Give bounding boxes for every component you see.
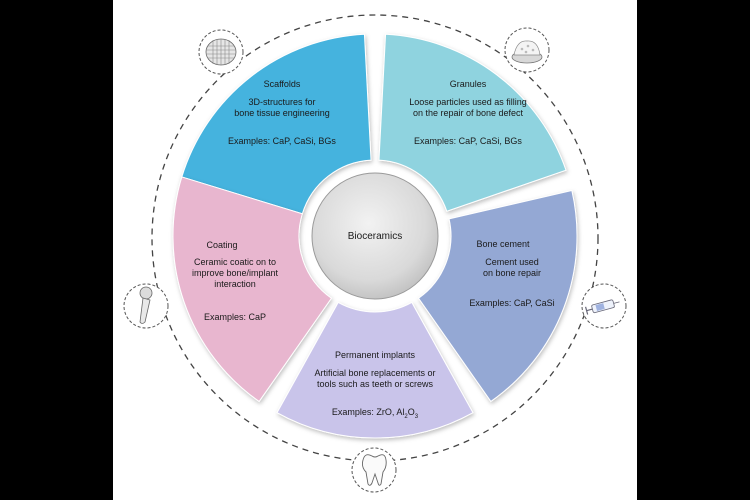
permanent-implants-desc-line1: Artificial bone replacements or	[314, 368, 435, 378]
scaffolds-title: Scaffolds	[264, 79, 301, 89]
coating-desc-line2: improve bone/implant	[192, 268, 279, 278]
center-circle	[311, 172, 439, 300]
permanent-implants-examples: Examples: ZrO, Al2O3	[332, 407, 419, 420]
tooth-icon	[351, 447, 397, 493]
granules-examples: Examples: CaP, CaSi, BGs	[414, 136, 522, 146]
bone-cement-desc-line1: Cement used	[485, 257, 539, 267]
scaffolds-examples: Examples: CaP, CaSi, BGs	[228, 136, 336, 146]
hip-implant-icon	[123, 283, 169, 329]
granules-dish-icon	[504, 27, 550, 73]
bone-cement-examples: Examples: CaP, CaSi	[469, 298, 554, 308]
coating-examples: Examples: CaP	[204, 312, 266, 322]
syringe-icon	[581, 283, 627, 329]
granules-title: Granules	[450, 79, 487, 89]
coating-desc-line3: interaction	[214, 279, 256, 289]
scaffolds-desc-line1: 3D-structures for	[248, 97, 315, 107]
bone-cement-desc-line2: on bone repair	[483, 268, 541, 278]
granules-desc-line1: Loose particles used as filling	[409, 97, 527, 107]
permanent-implants-title: Permanent implants	[335, 350, 416, 360]
scaffold-mesh-icon	[198, 29, 244, 75]
outer-dashed-ring	[151, 14, 599, 462]
granules-desc-line2: on the repair of bone defect	[413, 108, 524, 118]
scaffolds-desc-line2: bone tissue engineering	[234, 108, 330, 118]
coating-desc-line1: Ceramic coatic on to	[194, 257, 276, 267]
coating-title: Coating	[206, 240, 237, 250]
segment-granules	[378, 33, 567, 212]
segment-scaffolds	[181, 33, 372, 215]
segment-coating	[172, 176, 333, 403]
permanent-implants-desc-line2: tools such as teeth or screws	[317, 379, 434, 389]
segment-bone-cement	[417, 189, 578, 403]
segment-permanent-implants	[276, 301, 474, 439]
center-label: Bioceramics	[348, 231, 402, 242]
bone-cement-title: Bone cement	[476, 239, 530, 249]
